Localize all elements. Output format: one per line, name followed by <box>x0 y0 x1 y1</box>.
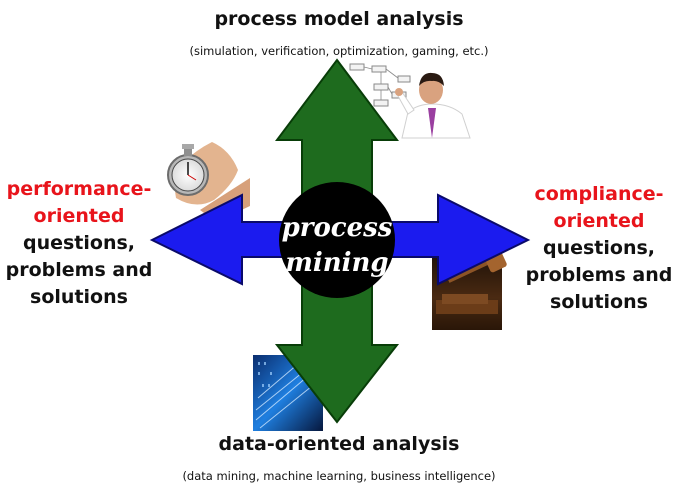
right-line-5: solutions <box>550 291 648 313</box>
right-red-line-1: compliance- <box>534 183 664 205</box>
left-red-line-1: performance- <box>6 178 152 200</box>
left-red-line-2: oriented <box>33 205 125 227</box>
left-line-3: questions, <box>22 232 136 254</box>
bottom-title: data-oriented analysis <box>218 433 460 455</box>
left-text-block: performance- oriented questions, problem… <box>0 176 158 311</box>
left-line-5: solutions <box>30 286 128 308</box>
bottom-subtitle: (data mining, machine learning, business… <box>182 469 496 483</box>
right-text-block: compliance- oriented questions, problems… <box>520 181 678 316</box>
center-label-process: process <box>282 213 393 243</box>
right-line-3: questions, <box>542 237 656 259</box>
left-line-4: problems and <box>5 259 153 281</box>
right-line-4: problems and <box>525 264 673 286</box>
top-title: process model analysis <box>214 8 464 30</box>
top-subtitle: (simulation, verification, optimization,… <box>189 44 489 58</box>
process-mining-circle <box>279 182 395 298</box>
right-red-line-2: oriented <box>553 210 645 232</box>
center-label-mining: mining <box>285 248 388 278</box>
